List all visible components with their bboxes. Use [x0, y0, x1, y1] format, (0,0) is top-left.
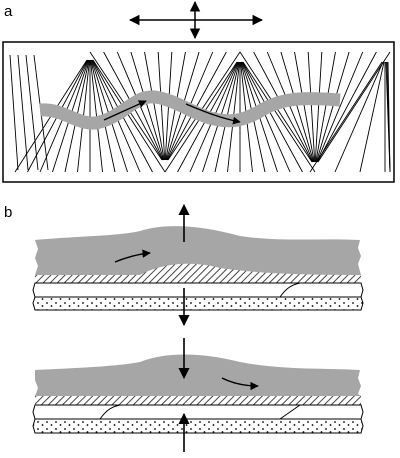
cleavage-line: [359, 61, 385, 173]
hatched-layer: [35, 396, 361, 405]
curved-arrow-icon: [221, 377, 259, 391]
block-upper: [32, 203, 364, 327]
cleavage-line: [144, 51, 165, 161]
fault-line: [279, 282, 301, 298]
cleavage-line: [25, 54, 39, 171]
cleavage-line: [314, 51, 323, 163]
hatched-layer: [35, 263, 361, 283]
cleavage-line: [242, 61, 303, 173]
straight-arrow-icon: [103, 100, 147, 121]
fault-line: [99, 404, 121, 420]
cleavage-line: [334, 61, 384, 173]
cleavage-line: [280, 51, 315, 163]
curved-arrow-icon: [114, 249, 151, 263]
gray-band: [39, 90, 341, 130]
straight-arrow-icon: [185, 103, 241, 125]
dotted-layer: [32, 296, 364, 311]
cleavage-line: [9, 54, 19, 171]
cleavage-line: [17, 54, 29, 171]
cleavage-line: [317, 51, 377, 163]
panel-label-b: b: [4, 204, 13, 221]
gray-layer: [35, 354, 361, 396]
cleavage-line: [90, 59, 103, 173]
gray-layer: [35, 226, 361, 275]
white-layer: [32, 404, 364, 420]
cleavage-line: [157, 51, 166, 161]
cleavage-line: [307, 51, 316, 163]
cleavage-line: [309, 61, 383, 173]
panel-label-a: a: [4, 3, 13, 20]
cleavage-line: [167, 51, 241, 161]
top-stress-arrows: [128, 0, 264, 40]
cleavage-line: [387, 61, 391, 173]
fault-line: [279, 404, 301, 420]
cleavage-line: [266, 51, 314, 163]
cleavage-line: [294, 51, 315, 163]
cleavage-line: [92, 59, 166, 173]
cleavage-line: [130, 51, 165, 161]
cleavage-line: [242, 61, 316, 173]
block-lower: [32, 338, 364, 452]
cleavage-line: [316, 51, 364, 163]
cleavage-line: [317, 51, 391, 163]
dotted-layer: [32, 418, 364, 434]
cleavage-line: [315, 51, 350, 163]
cleavage-line: [241, 61, 291, 173]
white-layer: [32, 282, 364, 298]
cleavage-line: [315, 51, 336, 163]
